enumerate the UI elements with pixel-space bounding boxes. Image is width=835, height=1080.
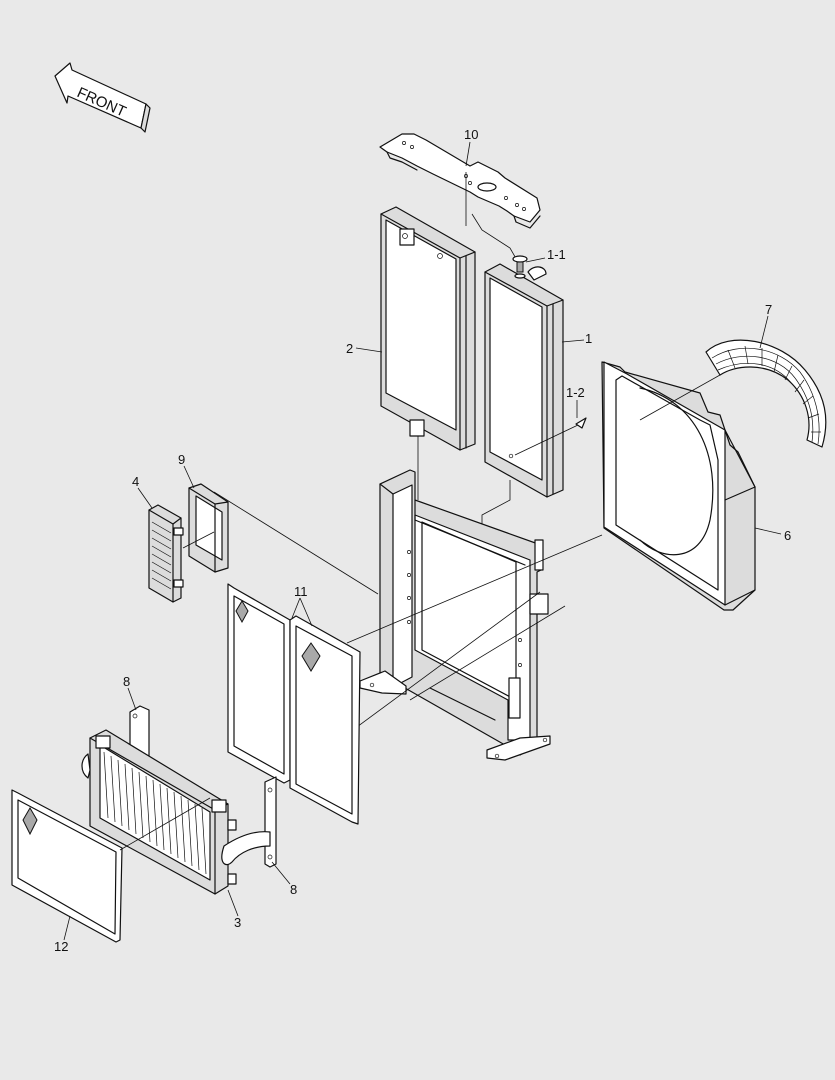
radiator-core-right [484, 263, 564, 498]
callout-10: 10 [464, 127, 478, 142]
fan-guard [705, 339, 827, 448]
callout-7: 7 [765, 302, 772, 317]
part-callouts: 10 2 1-1 1 1-2 7 6 9 4 11 8 8 3 12 [54, 127, 791, 954]
front-arrow-icon: FRONT [54, 62, 151, 133]
callout-9: 9 [178, 452, 185, 467]
mounting-bracket-lower [264, 776, 277, 868]
screen-panel-right [289, 615, 361, 825]
callout-3: 3 [234, 915, 241, 930]
callout-6: 6 [784, 528, 791, 543]
screen-panel-left [227, 583, 291, 784]
callout-1-1: 1-1 [547, 247, 566, 262]
radiator-core-left [380, 206, 476, 451]
callout-8-upper: 8 [123, 674, 130, 689]
drain-plug-icon [575, 417, 587, 429]
callout-11: 11 [294, 584, 308, 599]
hose-pipe-icon [81, 753, 271, 866]
top-bracket [379, 133, 541, 229]
oil-cooler [148, 504, 184, 603]
callout-12: 12 [54, 939, 68, 954]
small-bracket-frame [188, 483, 229, 573]
front-grille-screen [11, 789, 123, 943]
callout-2: 2 [346, 341, 353, 356]
support-frame [359, 469, 551, 761]
callout-8-lower: 8 [290, 882, 297, 897]
radiator-cap-icon [512, 255, 528, 279]
callout-4: 4 [132, 474, 139, 489]
charge-air-cooler [89, 729, 237, 895]
callout-1-2: 1-2 [566, 385, 585, 400]
fan-shroud [601, 361, 756, 611]
callout-1: 1 [585, 331, 592, 346]
